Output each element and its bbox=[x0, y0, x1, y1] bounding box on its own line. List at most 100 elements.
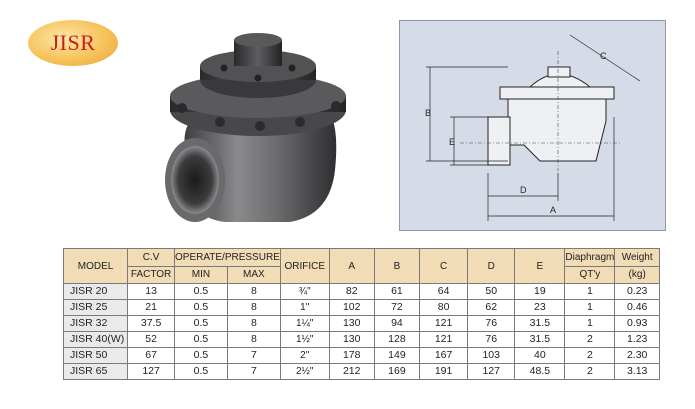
header-model: MODEL bbox=[62, 248, 129, 284]
cell-max: 7 bbox=[226, 347, 281, 364]
cell-cv: 127 bbox=[127, 363, 175, 380]
cell-qty: 1 bbox=[564, 299, 616, 316]
table-row: JISR 20 13 0.5 8 ¾" 82 61 64 50 19 1 0.2… bbox=[62, 283, 660, 300]
cell-min: 0.5 bbox=[174, 315, 228, 332]
brand-badge: JISR bbox=[28, 20, 118, 66]
cell-min: 0.5 bbox=[174, 299, 228, 316]
cell-model: JISR 50 bbox=[62, 347, 129, 364]
cell-weight: 3.13 bbox=[614, 363, 660, 380]
cell-d: 50 bbox=[467, 283, 516, 300]
header-d: D bbox=[467, 248, 516, 284]
cell-c: 191 bbox=[419, 363, 469, 380]
cell-a: 212 bbox=[328, 363, 375, 380]
brand-badge-text: JISR bbox=[50, 30, 96, 55]
cell-cv: 52 bbox=[127, 331, 175, 348]
cell-model: JISR 40(W) bbox=[62, 331, 129, 348]
dimension-drawing: B E D A C bbox=[399, 20, 666, 231]
cell-a: 130 bbox=[328, 315, 375, 332]
cell-orifice: 1½" bbox=[279, 331, 330, 348]
header-min: MIN bbox=[174, 265, 228, 284]
cell-b: 61 bbox=[373, 283, 421, 300]
cell-min: 0.5 bbox=[174, 331, 228, 348]
dim-label-a: A bbox=[550, 205, 556, 215]
cell-qty: 1 bbox=[564, 315, 616, 332]
cell-e: 48.5 bbox=[514, 363, 566, 380]
cell-c: 64 bbox=[419, 283, 469, 300]
cell-e: 31.5 bbox=[514, 331, 566, 348]
header-weight-top: Weight bbox=[614, 248, 660, 267]
cell-a: 178 bbox=[328, 347, 375, 364]
cell-d: 76 bbox=[467, 315, 516, 332]
cell-min: 0.5 bbox=[174, 363, 228, 380]
dim-label-c: C bbox=[600, 51, 607, 61]
cell-orifice: ¾" bbox=[279, 283, 330, 300]
cell-model: JISR 25 bbox=[62, 299, 129, 316]
header-c: C bbox=[419, 248, 469, 284]
cell-orifice: 1" bbox=[279, 299, 330, 316]
cell-a: 82 bbox=[328, 283, 375, 300]
cell-max: 8 bbox=[226, 315, 281, 332]
cell-c: 167 bbox=[419, 347, 469, 364]
header-a: A bbox=[328, 248, 375, 284]
header-pressure: OPERATE/PRESSURE bbox=[174, 248, 281, 267]
cell-max: 8 bbox=[226, 283, 281, 300]
cell-a: 102 bbox=[328, 299, 375, 316]
cell-e: 19 bbox=[514, 283, 566, 300]
cell-cv: 21 bbox=[127, 299, 175, 316]
cell-d: 127 bbox=[467, 363, 516, 380]
cell-e: 40 bbox=[514, 347, 566, 364]
cell-model: JISR 65 bbox=[62, 363, 129, 380]
cell-weight: 2.30 bbox=[614, 347, 660, 364]
cell-d: 76 bbox=[467, 331, 516, 348]
header-orifice: ORIFICE bbox=[279, 248, 330, 284]
cell-e: 23 bbox=[514, 299, 566, 316]
dim-label-b: B bbox=[425, 108, 431, 118]
dim-label-e: E bbox=[449, 137, 455, 147]
table-row: JISR 50 67 0.5 7 2" 178 149 167 103 40 2… bbox=[62, 347, 660, 364]
cell-model: JISR 32 bbox=[62, 315, 129, 332]
cell-max: 7 bbox=[226, 363, 281, 380]
cell-b: 149 bbox=[373, 347, 421, 364]
header-cv-top: C.V bbox=[127, 248, 175, 267]
cell-b: 72 bbox=[373, 299, 421, 316]
cell-c: 121 bbox=[419, 331, 469, 348]
cell-weight: 0.93 bbox=[614, 315, 660, 332]
cell-orifice: 2" bbox=[279, 347, 330, 364]
valve-photo bbox=[165, 33, 346, 222]
cell-c: 121 bbox=[419, 315, 469, 332]
header-diaphragm-bottom: QT'y bbox=[564, 265, 616, 284]
cell-model: JISR 20 bbox=[62, 283, 129, 300]
table-row: JISR 40(W) 52 0.5 8 1½" 130 128 121 76 3… bbox=[62, 331, 660, 348]
cell-b: 169 bbox=[373, 363, 421, 380]
cell-weight: 0.23 bbox=[614, 283, 660, 300]
cell-qty: 2 bbox=[564, 331, 616, 348]
cell-qty: 2 bbox=[564, 363, 616, 380]
cell-max: 8 bbox=[226, 331, 281, 348]
spec-table: MODEL C.V OPERATE/PRESSURE ORIFICE A B C… bbox=[62, 248, 660, 380]
header-e: E bbox=[514, 248, 566, 284]
cell-e: 31.5 bbox=[514, 315, 566, 332]
table-row: JISR 65 127 0.5 7 2½" 212 169 191 127 48… bbox=[62, 363, 660, 380]
cell-weight: 0.46 bbox=[614, 299, 660, 316]
cell-c: 80 bbox=[419, 299, 469, 316]
cell-cv: 67 bbox=[127, 347, 175, 364]
cell-d: 103 bbox=[467, 347, 516, 364]
table-row: JISR 25 21 0.5 8 1" 102 72 80 62 23 1 0.… bbox=[62, 299, 660, 316]
cell-qty: 2 bbox=[564, 347, 616, 364]
cell-qty: 1 bbox=[564, 283, 616, 300]
cell-b: 128 bbox=[373, 331, 421, 348]
cell-d: 62 bbox=[467, 299, 516, 316]
cell-a: 130 bbox=[328, 331, 375, 348]
cell-min: 0.5 bbox=[174, 283, 228, 300]
header-diaphragm-top: Diaphragm bbox=[564, 248, 616, 267]
header-b: B bbox=[373, 248, 421, 284]
cell-cv: 13 bbox=[127, 283, 175, 300]
header-weight-bottom: (kg) bbox=[614, 265, 660, 284]
cell-min: 0.5 bbox=[174, 347, 228, 364]
cell-b: 94 bbox=[373, 315, 421, 332]
cell-max: 8 bbox=[226, 299, 281, 316]
cell-weight: 1.23 bbox=[614, 331, 660, 348]
cell-orifice: 2½" bbox=[279, 363, 330, 380]
dim-label-d: D bbox=[520, 185, 527, 195]
header-max: MAX bbox=[226, 265, 281, 284]
